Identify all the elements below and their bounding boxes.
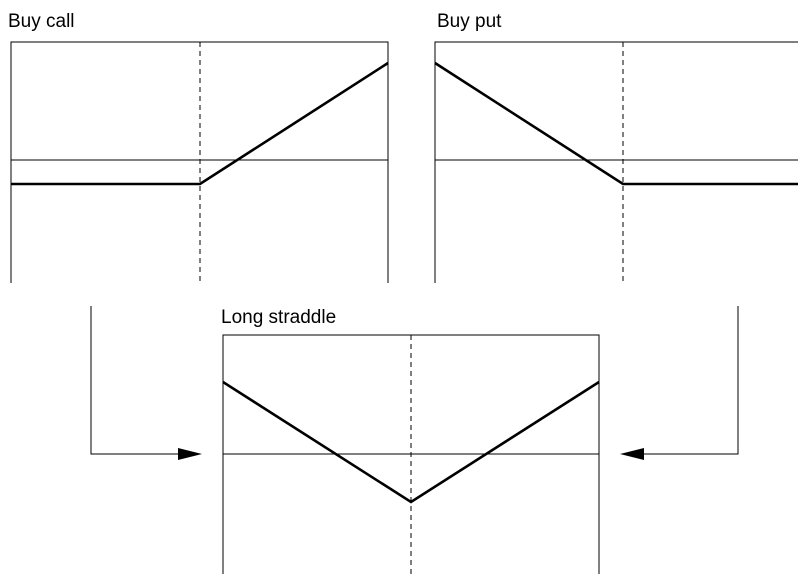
buy-put-frame <box>434 41 798 283</box>
left-arrowhead-icon <box>620 448 644 460</box>
buy-call-payoff-line <box>11 61 389 186</box>
long-straddle-panel: Long straddle <box>221 307 600 574</box>
left-connector-arrow <box>90 306 202 460</box>
buy-put-title: Buy put <box>437 11 502 32</box>
buy-call-panel: Buy call <box>8 11 389 283</box>
buy-call-title: Buy call <box>8 11 75 32</box>
right-connector-line <box>644 306 739 455</box>
right-arrowhead-icon <box>178 448 202 460</box>
left-connector-line <box>90 306 180 455</box>
right-connector-arrow <box>620 306 739 460</box>
long-straddle-title: Long straddle <box>221 307 336 328</box>
buy-put-payoff-line <box>434 61 798 186</box>
long-straddle-payoff-line <box>222 380 600 504</box>
buy-put-panel: Buy put <box>434 11 798 283</box>
